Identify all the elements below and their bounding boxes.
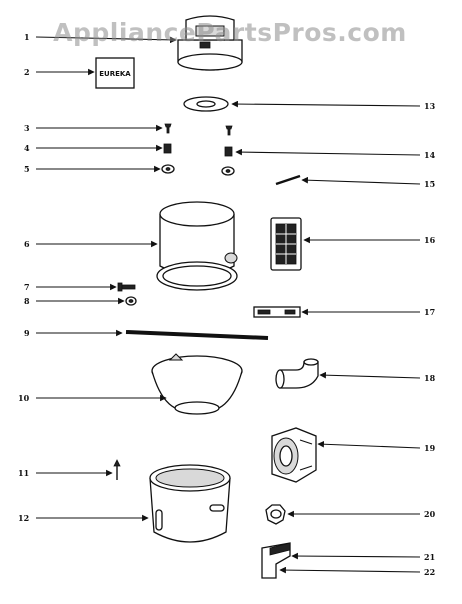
label-text: EUREKA: [99, 70, 131, 78]
callout-2: 2: [24, 67, 30, 77]
callout-14: 14: [424, 150, 436, 160]
callout-22: 22: [424, 567, 435, 577]
part-elbow: [275, 358, 319, 389]
callout-10: 10: [18, 393, 30, 403]
callout-4: 4: [24, 143, 30, 153]
part-label: EUREKA: [95, 57, 135, 89]
part-nut-left: [163, 143, 172, 154]
callout-21: 21: [424, 552, 435, 562]
part-motor-head: [177, 15, 243, 71]
callout-7: 7: [24, 282, 30, 292]
part-filter-cage: [156, 201, 238, 291]
callout-numbers: 1 2 3 4 5 6 7 8 9 10 11 12 13 14 15 16 1…: [18, 32, 436, 577]
callout-6: 6: [24, 239, 30, 249]
part-nozzle: [261, 542, 291, 579]
part-screw-left: [164, 123, 172, 134]
callout-leaders: [35, 36, 421, 574]
callout-20: 20: [424, 509, 436, 519]
part-blower: [271, 427, 317, 483]
callout-18: 18: [424, 373, 436, 383]
part-funnel: [151, 353, 243, 415]
part-small-pin: [113, 459, 121, 480]
part-ring: [265, 504, 286, 525]
callout-12: 12: [18, 513, 29, 523]
callout-17: 17: [424, 307, 435, 317]
callout-1: 1: [24, 32, 30, 42]
callout-15: 15: [424, 179, 435, 189]
part-washer-right: [221, 166, 235, 176]
watermark: AppliancePartsPros.com: [53, 18, 407, 47]
callout-16: 16: [424, 235, 436, 245]
part-tank: [149, 464, 231, 543]
part-washer-left: [161, 164, 175, 174]
callout-13: 13: [424, 101, 436, 111]
part-filter-cartridge: [270, 217, 302, 271]
callout-5: 5: [24, 164, 30, 174]
part-screw-right: [225, 125, 233, 136]
part-gasket: [183, 96, 229, 112]
part-bolt: [117, 282, 136, 292]
callout-11: 11: [18, 468, 29, 478]
callout-8: 8: [24, 296, 30, 306]
part-nut-right: [224, 146, 233, 157]
part-decal: [253, 306, 301, 318]
part-strip: [125, 330, 269, 340]
callout-9: 9: [24, 328, 30, 338]
part-pin: [275, 174, 301, 186]
part-washer-small: [125, 296, 137, 306]
callout-3: 3: [24, 123, 30, 133]
callout-19: 19: [424, 443, 436, 453]
